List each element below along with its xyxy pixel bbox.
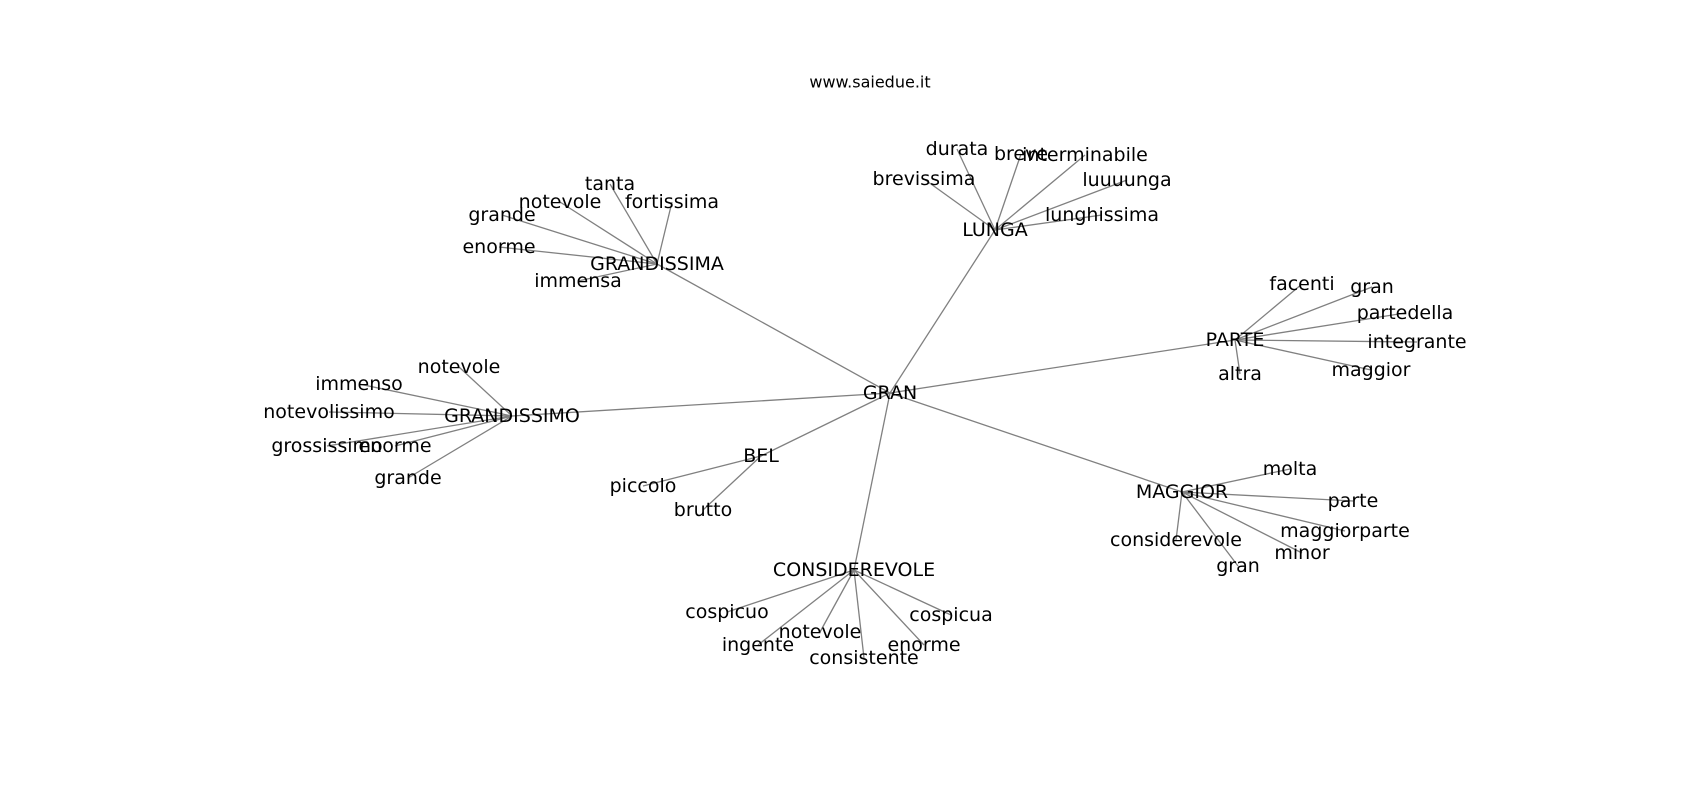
edge-maggior-maggior-parte	[1181, 491, 1354, 502]
edge-parte-parte-facenti	[1234, 283, 1303, 341]
node-maggior-parte: parte	[1328, 490, 1379, 512]
edge-considerevole-cons-cospicuo	[726, 569, 855, 613]
node-maggior-gran: gran	[1216, 555, 1260, 577]
node-cons-cospicua: cospicua	[909, 604, 992, 626]
edge-grandissimo-gmo-notevolissimo	[328, 411, 513, 417]
graph-edges	[326, 148, 1418, 659]
node-gmo-enorme: enorme	[358, 435, 431, 457]
node-cons-consistente: consistente	[809, 647, 919, 669]
node-parte-maggior: maggior	[1332, 359, 1411, 381]
edge-lunga-lunga-brevissima	[923, 178, 996, 231]
node-parte-gran: gran	[1350, 276, 1394, 298]
node-maggior: MAGGIOR	[1136, 481, 1228, 503]
node-gma-tanta: tanta	[585, 173, 635, 195]
node-cons-enorme: enorme	[887, 634, 960, 656]
node-bel-brutto: brutto	[674, 499, 732, 521]
edge-considerevole-cons-notevole	[819, 569, 855, 633]
edge-lunga-lunga-durata	[956, 148, 996, 231]
node-parte-partedella: partedella	[1357, 302, 1454, 324]
node-gmo-grande: grande	[374, 467, 441, 489]
node-lunga-brevissima: brevissima	[873, 168, 976, 190]
edge-grandissimo-gmo-notevole	[458, 366, 513, 417]
node-grandissimo: GRANDISSIMO	[444, 405, 580, 427]
node-maggior-minor: minor	[1274, 542, 1329, 564]
node-gmo-immenso: immenso	[315, 373, 403, 395]
edge-lunga-lunga-breve	[994, 153, 1022, 231]
node-cons-ingente: ingente	[722, 634, 794, 656]
edge-lunga-lunga-interminabile	[994, 154, 1086, 231]
edge-grandissima-gma-fortissima	[656, 201, 673, 265]
edge-parte-parte-gran	[1234, 286, 1373, 341]
node-lunga-breve: breve	[994, 143, 1048, 165]
edge-grandissimo-gmo-immenso	[358, 383, 513, 417]
edge-considerevole-cons-consistente	[853, 569, 865, 659]
node-considerevole: CONSIDEREVOLE	[773, 559, 935, 581]
node-bel-piccolo: piccolo	[610, 475, 677, 497]
edge-gran-grandissima	[656, 263, 891, 394]
edge-gran-bel	[760, 392, 891, 457]
edge-grandissima-gma-enorme	[498, 246, 658, 265]
graph-nodes: GRAN LUNGA GRANDISSIMA GRANDISSIMO PARTE MAGG…	[263, 138, 1466, 669]
edge-gran-parte	[889, 339, 1236, 394]
edge-lunga-lunga-lunghissima	[994, 214, 1103, 231]
edge-maggior-maggior-molta	[1181, 468, 1291, 493]
node-gmo-grossissimo: grossissimo	[271, 435, 382, 457]
edge-grandissima-gma-notevole	[559, 201, 658, 265]
edge-grandissima-gma-immensa	[577, 263, 658, 282]
edge-maggior-maggior-considerevole	[1175, 491, 1183, 541]
edge-grandissima-gma-tanta	[609, 183, 658, 265]
node-lunga: LUNGA	[962, 219, 1027, 241]
node-maggior-maggiorparte: maggiorparte	[1280, 520, 1410, 542]
node-bel: BEL	[743, 445, 779, 467]
node-lunga-interminabile: interminabile	[1022, 144, 1148, 166]
site-watermark: www.saiedue.it	[809, 73, 930, 92]
node-gma-immensa: immensa	[534, 270, 622, 292]
edge-lunga-lunga-luuuunga	[994, 179, 1128, 231]
edge-considerevole-cons-cospicua	[853, 569, 952, 616]
edge-grandissimo-gmo-enorme	[394, 415, 513, 447]
node-maggior-molta: molta	[1263, 458, 1318, 480]
edge-parte-parte-maggior	[1234, 339, 1372, 371]
node-gma-fortissima: fortissima	[625, 191, 719, 213]
edge-parte-parte-partedella	[1234, 312, 1406, 341]
node-parte-altra: altra	[1218, 363, 1262, 385]
node-parte-facenti: facenti	[1269, 273, 1334, 295]
edge-grandissimo-gmo-grande	[407, 415, 513, 479]
edge-gran-considerevole	[853, 392, 891, 571]
node-gmo-notevole: notevole	[418, 356, 501, 378]
node-lunga-lunghissima: lunghissima	[1045, 204, 1159, 226]
node-gmo-notevolissimo: notevolissimo	[263, 401, 394, 423]
node-cons-notevole: notevole	[779, 621, 862, 643]
edge-grandissima-gma-grande	[501, 214, 658, 265]
edge-gran-maggior	[889, 392, 1183, 493]
edge-gran-lunga	[889, 229, 996, 394]
edge-maggior-maggior-gran	[1181, 491, 1239, 567]
edge-bel-bel-piccolo	[642, 455, 762, 487]
node-gma-enorme: enorme	[462, 236, 535, 258]
edge-bel-bel-brutto	[702, 455, 762, 511]
edge-parte-parte-integrante	[1234, 339, 1418, 343]
edge-considerevole-cons-ingente	[757, 569, 855, 646]
node-gran: GRAN	[863, 382, 917, 404]
node-parte: PARTE	[1206, 329, 1265, 351]
node-cons-cospicuo: cospicuo	[685, 601, 768, 623]
edge-gran-grandissimo	[511, 392, 891, 417]
node-maggior-considerevole: considerevole	[1110, 529, 1242, 551]
node-lunga-durata: durata	[926, 138, 989, 160]
edge-parte-parte-altra	[1234, 339, 1241, 375]
node-lunga-luuuunga: luuuunga	[1082, 169, 1171, 191]
node-grandissima: GRANDISSIMA	[590, 253, 724, 275]
edge-maggior-maggior-maggiorparte	[1181, 491, 1346, 532]
edge-maggior-maggior-minor	[1181, 491, 1303, 554]
edge-grandissimo-gmo-grossissimo	[326, 415, 513, 447]
node-gma-notevole: notevole	[519, 191, 602, 213]
node-gma-grande: grande	[468, 204, 535, 226]
node-parte-integrante: integrante	[1367, 331, 1466, 353]
edge-considerevole-cons-enorme	[853, 569, 925, 646]
